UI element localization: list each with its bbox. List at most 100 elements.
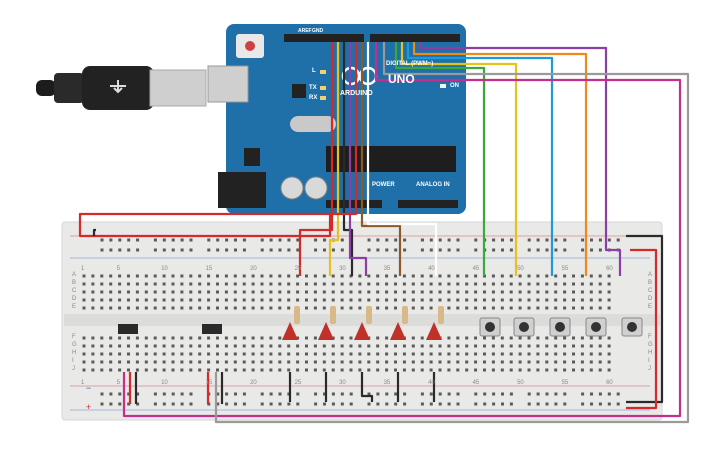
breadboard-hole[interactable] [420,360,424,364]
breadboard-hole[interactable] [313,282,317,286]
breadboard-hole[interactable] [127,360,130,364]
breadboard-hole[interactable] [483,306,486,310]
breadboard-hole[interactable] [278,306,282,310]
breadboard-hole[interactable] [198,360,202,364]
breadboard-hole[interactable] [296,392,300,396]
breadboard-hole[interactable] [402,298,406,302]
breadboard-hole[interactable] [82,290,86,294]
breadboard-hole[interactable] [411,368,415,372]
breadboard-hole[interactable] [589,274,593,278]
breadboard-hole[interactable] [100,402,104,406]
breadboard-hole[interactable] [322,282,326,286]
breadboard-hole[interactable] [509,290,513,294]
breadboard-hole[interactable] [554,298,558,302]
breadboard-hole[interactable] [127,392,131,396]
wire-green-button[interactable] [394,42,486,276]
breadboard-hole[interactable] [260,290,264,294]
breadboard-hole[interactable] [590,392,593,396]
breadboard-hole[interactable] [305,368,308,372]
breadboard-hole[interactable] [233,290,237,294]
breadboard-hole[interactable] [278,298,282,302]
breadboard-hole[interactable] [242,344,246,348]
breadboard-hole[interactable] [189,344,193,348]
breadboard-hole[interactable] [100,282,104,286]
breadboard-hole[interactable] [189,306,193,310]
breadboard-hole[interactable] [340,298,344,302]
breadboard-hole[interactable] [527,290,531,294]
breadboard-hole[interactable] [91,290,95,294]
breadboard-hole[interactable] [509,306,513,310]
breadboard-hole[interactable] [287,352,291,356]
breadboard-hole[interactable] [225,238,229,242]
breadboard-hole[interactable] [385,290,389,294]
breadboard-hole[interactable] [216,402,220,406]
breadboard-hole[interactable] [287,402,291,406]
breadboard-hole[interactable] [162,352,166,356]
breadboard-hole[interactable] [447,336,451,340]
breadboard-hole[interactable] [180,290,184,294]
breadboard-hole[interactable] [527,352,531,356]
breadboard-hole[interactable] [572,290,575,294]
breadboard-hole[interactable] [109,360,113,364]
breadboard-hole[interactable] [616,238,620,242]
breadboard-hole[interactable] [394,290,397,294]
breadboard-hole[interactable] [340,336,344,340]
breadboard-hole[interactable] [403,392,407,396]
breadboard-hole[interactable] [331,282,335,286]
breadboard-hole[interactable] [456,352,460,356]
breadboard-hole[interactable] [447,248,451,252]
breadboard-hole[interactable] [207,368,211,372]
breadboard-hole[interactable] [153,352,157,356]
breadboard-hole[interactable] [162,274,166,278]
breadboard-hole[interactable] [153,238,157,242]
breadboard-hole[interactable] [527,402,531,406]
breadboard-hole[interactable] [474,298,478,302]
breadboard-hole[interactable] [607,392,611,396]
breadboard-hole[interactable] [287,274,291,278]
breadboard-hole[interactable] [269,290,273,294]
breadboard-hole[interactable] [224,290,228,294]
breadboard-hole[interactable] [171,238,175,242]
breadboard-hole[interactable] [260,306,264,310]
breadboard-hole[interactable] [474,352,478,356]
breadboard-hole[interactable] [296,360,300,364]
breadboard-hole[interactable] [394,360,397,364]
breadboard-hole[interactable] [82,360,86,364]
breadboard-hole[interactable] [180,336,184,340]
breadboard-hole[interactable] [376,392,380,396]
breadboard-hole[interactable] [82,336,86,340]
breadboard-hole[interactable] [394,352,397,356]
breadboard-hole[interactable] [233,352,237,356]
breadboard-hole[interactable] [358,360,362,364]
breadboard-hole[interactable] [287,306,291,310]
breadboard-hole[interactable] [171,274,175,278]
breadboard-hole[interactable] [483,402,487,406]
breadboard-hole[interactable] [456,344,460,348]
breadboard-hole[interactable] [135,298,139,302]
breadboard-hole[interactable] [545,392,549,396]
breadboard-hole[interactable] [162,368,166,372]
breadboard-hole[interactable] [536,392,540,396]
breadboard-hole[interactable] [153,298,157,302]
breadboard-hole[interactable] [162,306,166,310]
breadboard-hole[interactable] [207,306,211,310]
breadboard-hole[interactable] [118,298,122,302]
breadboard-hole[interactable] [162,402,166,406]
breadboard-hole[interactable] [598,360,602,364]
breadboard-hole[interactable] [429,344,433,348]
breadboard-hole[interactable] [456,290,460,294]
breadboard-hole[interactable] [180,274,184,278]
breadboard-hole[interactable] [411,344,415,348]
breadboard-hole[interactable] [456,336,460,340]
breadboard-hole[interactable] [447,344,451,348]
breadboard-hole[interactable] [438,282,442,286]
breadboard-hole[interactable] [305,290,308,294]
breadboard-hole[interactable] [118,352,122,356]
breadboard-hole[interactable] [367,352,371,356]
breadboard-hole[interactable] [100,290,104,294]
switch-2[interactable] [202,324,222,334]
breadboard-hole[interactable] [536,282,540,286]
breadboard[interactable] [61,221,663,421]
breadboard-hole[interactable] [598,248,602,252]
breadboard-hole[interactable] [402,344,406,348]
